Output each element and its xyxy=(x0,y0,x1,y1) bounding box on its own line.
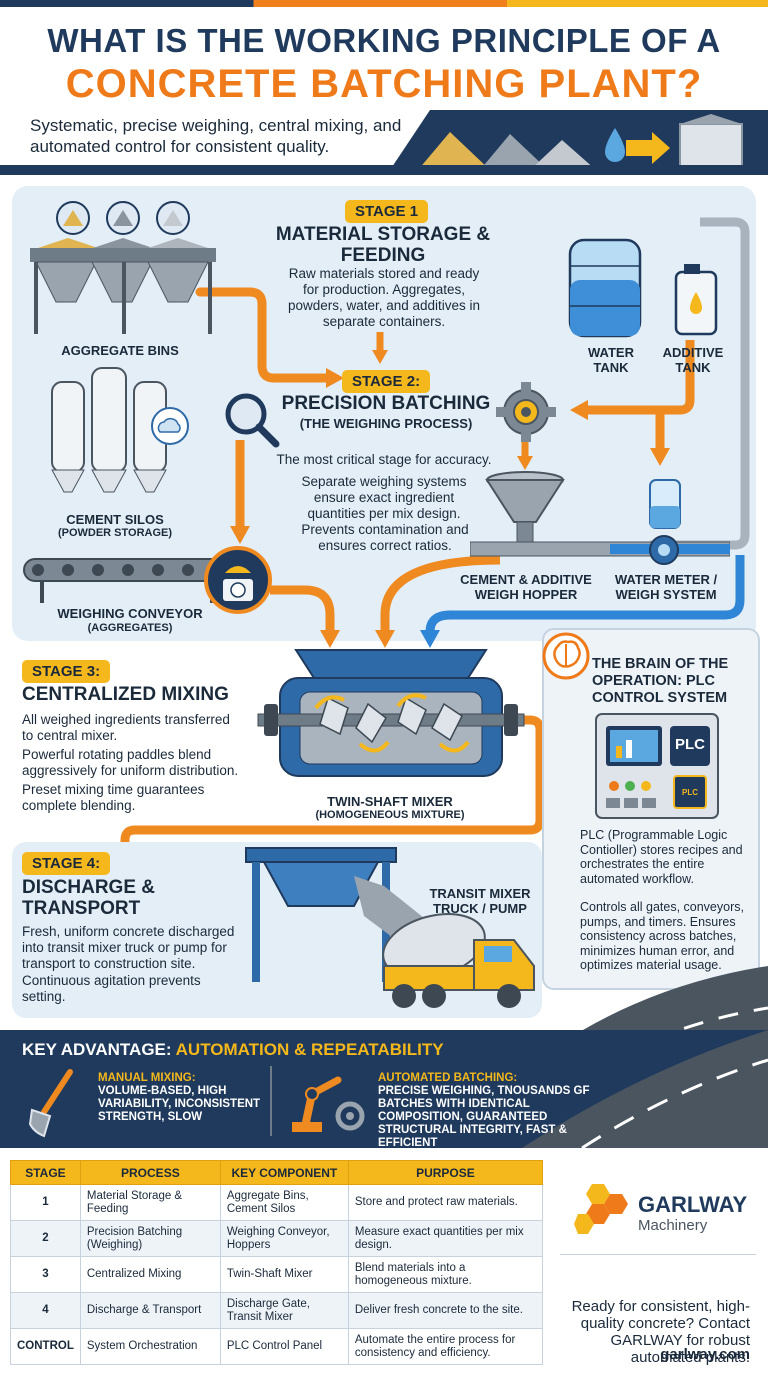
additive-tank-label: ADDITIVE TANK xyxy=(662,345,724,375)
title-line-2: CONCRETE BATCHING PLANT? xyxy=(65,62,703,106)
water-meter-label: WATER METER / WEIGH SYSTEM xyxy=(614,572,718,602)
stage2-p1: The most critical stage for accuracy. xyxy=(276,452,492,467)
stage1-text: Raw materials stored and ready for produ… xyxy=(287,266,481,329)
aggregates-label: (AGGREGATES) xyxy=(87,622,173,634)
table-row: 3 Centralized Mixing Twin-Shaft Mixer Bl… xyxy=(10,1256,544,1293)
homogeneous-label: (HOMOGENEOUS MIXTURE) xyxy=(315,809,465,821)
transit-label: TRANSIT MIXER TRUCK / PUMP xyxy=(429,886,531,916)
title-line-1: WHAT IS THE WORKING PRINCIPLE OF A xyxy=(47,22,721,59)
stage2-title: PRECISION BATCHING xyxy=(281,393,491,414)
table-cell: Discharge & Transport xyxy=(79,1292,221,1329)
table-cell: CONTROL xyxy=(10,1328,81,1365)
weighing-conveyor-illustration xyxy=(23,546,272,614)
table-row: 1 Material Storage & Feeding Aggregate B… xyxy=(10,1184,544,1221)
advantage-title: KEY ADVANTAGE: AUTOMATION & REPEATABILIT… xyxy=(22,1040,444,1059)
garlway-logo-icon xyxy=(574,1184,628,1234)
table-header: KEY COMPONENT xyxy=(219,1160,349,1185)
stage3-p1: All weighed ingredients transferred to c… xyxy=(22,712,230,743)
aggregate-bins-label: AGGREGATE BINS xyxy=(61,343,179,358)
table-cell: Store and protect raw materials. xyxy=(347,1184,544,1221)
table-cell: Automate the entire process for consiste… xyxy=(347,1328,544,1365)
table-cell: PLC Control Panel xyxy=(219,1328,349,1365)
plc-chip-label: PLC xyxy=(682,788,698,797)
table-row: CONTROL System Orchestration PLC Control… xyxy=(10,1328,544,1365)
powder-storage-label: (POWDER STORAGE) xyxy=(57,527,173,539)
table-cell: System Orchestration xyxy=(79,1328,221,1365)
summary-table: STAGE PROCESS KEY COMPONENT PURPOSE 1 Ma… xyxy=(10,1160,544,1365)
subtitle: Systematic, precise weighing, central mi… xyxy=(30,116,402,156)
table-cell: Precision Batching (Weighing) xyxy=(79,1220,221,1257)
stage4-tag: STAGE 4: xyxy=(22,852,111,875)
table-header: PROCESS xyxy=(79,1160,221,1185)
road-overlay xyxy=(522,1030,768,1148)
automated-batching-text: AUTOMATED BATCHING:PRECISE WEIGHING, TNO… xyxy=(378,1072,590,1149)
stage4-p1: Fresh, uniform concrete discharged into … xyxy=(22,924,235,971)
table-cell: Measure exact quantities per mix design. xyxy=(347,1220,544,1257)
stage2-tag: STAGE 2: xyxy=(342,370,431,393)
table-header: STAGE xyxy=(10,1160,81,1185)
flow-pipes xyxy=(115,217,750,864)
robot-arm-icon xyxy=(292,1076,365,1132)
magnifier-icon xyxy=(225,393,280,448)
stage3-p2: Powerful rotating paddles blend aggressi… xyxy=(22,747,239,778)
stage3-tag: STAGE 3: xyxy=(22,660,111,683)
site-link[interactable]: garlway.com xyxy=(660,1346,750,1363)
table-cell: Blend materials into a homogeneous mixtu… xyxy=(347,1256,544,1293)
aggregate-bins-illustration xyxy=(30,201,216,334)
top-stripe xyxy=(0,0,768,7)
cement-silos-illustration xyxy=(51,367,189,493)
table-cell: Twin-Shaft Mixer xyxy=(219,1256,349,1293)
stage1-tag: STAGE 1 xyxy=(345,200,429,223)
plc-cabinet-illustration xyxy=(595,713,719,819)
twin-shaft-mixer-illustration xyxy=(257,649,525,777)
table-cell: Aggregate Bins, Cement Silos xyxy=(219,1184,349,1221)
header-materials-illustration xyxy=(390,110,768,170)
weighing-conveyor-label: WEIGHING CONVEYOR xyxy=(57,606,203,621)
table-cell: Material Storage & Feeding xyxy=(79,1184,221,1221)
brand-divider xyxy=(560,1254,756,1255)
table-header: PURPOSE xyxy=(347,1160,544,1185)
header-band xyxy=(0,165,768,175)
shovel-icon xyxy=(28,1069,73,1138)
stage2-p3: Prevents contamination and ensures corre… xyxy=(301,522,469,553)
table-cell: Discharge Gate, Transit Mixer xyxy=(219,1292,349,1329)
water-tank-label: WATER TANK xyxy=(588,345,634,375)
manual-mixing-text: MANUAL MIXING:VOLUME-BASED, HIGH VARIABI… xyxy=(98,1072,261,1123)
stage4-title: DISCHARGE & TRANSPORT xyxy=(22,877,156,919)
table-row: 4 Discharge & Transport Discharge Gate, … xyxy=(10,1292,544,1329)
table-cell: 3 xyxy=(10,1256,81,1293)
table-cell: 2 xyxy=(10,1220,81,1257)
cta-text: Ready for consistent, high-quality concr… xyxy=(571,1298,750,1366)
advantage-divider xyxy=(270,1066,272,1136)
table-cell: Deliver fresh concrete to the site. xyxy=(347,1292,544,1329)
stage2-p2: Separate weighing systems ensure exact i… xyxy=(301,474,467,521)
brain-icon xyxy=(542,632,590,680)
gear-icon xyxy=(496,382,556,442)
table-cell: Weighing Conveyor, Hoppers xyxy=(219,1220,349,1257)
brand-sub: Machinery xyxy=(638,1217,708,1234)
stage3-title: CENTRALIZED MIXING xyxy=(22,684,229,705)
stage4-p2: Continuous agitation prevents setting. xyxy=(22,973,201,1004)
stage3-p3: Preset mixing time guarantees complete b… xyxy=(22,782,205,813)
table-cell: Centralized Mixing xyxy=(79,1256,221,1293)
table-cell: 1 xyxy=(10,1184,81,1221)
twin-shaft-mixer-label: TWIN-SHAFT MIXER xyxy=(327,794,453,809)
plc-screen-label: PLC xyxy=(675,736,705,753)
hopper-and-meter-illustration xyxy=(470,471,730,565)
table-row: 2 Precision Batching (Weighing) Weighing… xyxy=(10,1220,544,1257)
plc-title: THE BRAIN OF THE OPERATION: PLC CONTROL … xyxy=(592,656,729,706)
cement-hopper-label: CEMENT & ADDITIVE WEIGH HOPPER xyxy=(460,572,592,602)
brand-name: GARLWAY xyxy=(638,1192,748,1217)
stage2-subtitle: (THE WEIGHING PROCESS) xyxy=(299,416,473,431)
water-additive-tanks xyxy=(568,238,718,338)
table-cell: 4 xyxy=(10,1292,81,1329)
plc-p1: PLC (Programmable Logic Contioller) stor… xyxy=(580,828,743,886)
plc-p2: Controls all gates, conveyors, pumps, an… xyxy=(580,900,744,972)
cement-silos-label: CEMENT SILOS xyxy=(66,512,164,527)
stage1-title: MATERIAL STORAGE & FEEDING xyxy=(275,224,491,266)
